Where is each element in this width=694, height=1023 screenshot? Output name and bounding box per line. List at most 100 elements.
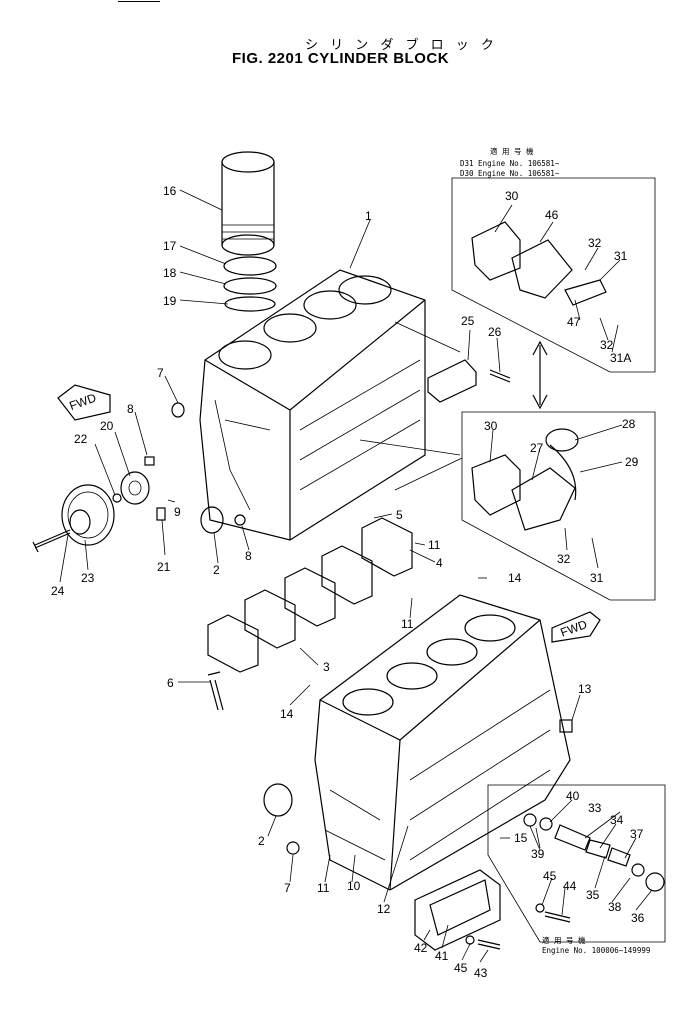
callout-14a: 14 <box>508 571 522 585</box>
callout-36: 36 <box>631 911 645 925</box>
callout-11b: 11 <box>401 617 414 631</box>
washer-22 <box>112 493 122 503</box>
svg-text:適 用 号 機: 適 用 号 機 <box>542 935 586 945</box>
callout-8b: 8 <box>245 549 252 563</box>
callout-32c: 32 <box>557 552 571 566</box>
bearing-caps <box>207 517 413 673</box>
callout-30b: 30 <box>484 419 498 433</box>
liner-ring-17 <box>223 256 277 276</box>
oil-pressure-assembly <box>523 813 665 892</box>
guide-line-upper <box>359 321 461 456</box>
title-japanese: シ リ ン ダ ブ ロ ッ ク <box>305 38 498 53</box>
callout-25: 25 <box>461 314 475 328</box>
callout-47: 47 <box>567 315 581 329</box>
bushing-2-lower <box>263 783 293 817</box>
callout-19: 19 <box>163 294 177 308</box>
callout-38: 38 <box>608 900 622 914</box>
svg-text:FWD: FWD <box>68 391 99 414</box>
callout-46: 46 <box>545 208 559 222</box>
svg-text:D30 Engine No. 106581~: D30 Engine No. 106581~ <box>460 169 560 178</box>
cylinder-block-upper <box>199 269 426 541</box>
liner-ring-19 <box>224 296 276 312</box>
callout-42: 42 <box>414 941 428 955</box>
callout-7b: 7 <box>284 881 291 895</box>
callout-23: 23 <box>81 571 95 585</box>
callout-27: 27 <box>530 441 544 455</box>
callout-21: 21 <box>157 560 171 574</box>
callout-45b: 45 <box>454 961 468 975</box>
cylinder-liner <box>221 151 275 256</box>
svg-text:D31 Engine No. 106581~: D31 Engine No. 106581~ <box>460 159 560 168</box>
bolt-44 <box>544 911 571 923</box>
callout-35: 35 <box>586 888 600 902</box>
bolt-26 <box>489 369 511 383</box>
callout-24: 24 <box>51 584 65 598</box>
liner-ring-18 <box>223 277 277 295</box>
gear-shaft <box>120 471 150 505</box>
plug-8-upper <box>144 456 155 466</box>
callout-18: 18 <box>163 266 177 280</box>
washer-45b <box>465 935 475 945</box>
callout-2a: 2 <box>213 563 220 577</box>
callout-labels: 16 17 18 19 1 7 8 20 22 9 21 2 8 23 24 5… <box>51 184 645 980</box>
callout-30a: 30 <box>505 189 519 203</box>
callout-41: 41 <box>435 949 449 963</box>
figure-title: FIG. 2201 CYLINDER BLOCK <box>232 50 450 67</box>
variant-box-upper <box>451 177 656 373</box>
callout-12: 12 <box>377 902 391 916</box>
callout-9: 9 <box>174 505 181 519</box>
callout-15: 15 <box>514 831 528 845</box>
callout-22: 22 <box>74 432 88 446</box>
variant-box-lower <box>461 411 656 601</box>
idler-gear <box>61 484 115 546</box>
callout-14b: 14 <box>280 707 294 721</box>
applicability-note-upper: 適 用 号 機 D31 Engine No. 106581~ D30 Engin… <box>460 146 560 178</box>
callout-29: 29 <box>625 455 639 469</box>
guide-line-lower <box>394 457 463 491</box>
callout-5: 5 <box>396 508 403 522</box>
callout-16: 16 <box>163 184 177 198</box>
cover-plate-42 <box>414 869 501 951</box>
callout-2b: 2 <box>258 834 265 848</box>
callout-31b: 31 <box>590 571 604 585</box>
callout-32a: 32 <box>588 236 602 250</box>
gear-bolt <box>32 529 71 553</box>
callout-40: 40 <box>566 789 580 803</box>
plug-8-lower <box>234 514 246 526</box>
callout-3: 3 <box>323 660 330 674</box>
svg-text:Engine No. 100006~149999: Engine No. 100006~149999 <box>542 946 650 955</box>
callout-6: 6 <box>167 676 174 690</box>
callout-26: 26 <box>488 325 502 339</box>
callout-28: 28 <box>622 417 636 431</box>
cylinder-block-lower <box>314 594 571 891</box>
callout-43: 43 <box>474 966 488 980</box>
callout-13: 13 <box>578 682 592 696</box>
leader-lines <box>59 189 653 963</box>
callout-45a: 45 <box>543 869 557 883</box>
plug-21 <box>156 507 166 521</box>
applicability-note-lower: 適 用 号 機 Engine No. 100006~149999 <box>542 935 650 955</box>
callout-7a: 7 <box>157 366 164 380</box>
fwd-arrow-lower: FWD <box>551 611 601 643</box>
callout-4: 4 <box>436 556 443 570</box>
callout-39: 39 <box>531 847 545 861</box>
callout-31A: 31A <box>610 351 631 365</box>
fwd-arrow-upper: FWD <box>57 384 111 421</box>
svg-text:適 用 号 機: 適 用 号 機 <box>490 146 534 156</box>
callout-37: 37 <box>630 827 644 841</box>
double-arrow <box>532 340 548 410</box>
callout-20: 20 <box>100 419 114 433</box>
variant-box-bottom <box>487 784 666 943</box>
callout-11c: 11 <box>317 881 330 895</box>
top-rule <box>118 1 160 2</box>
callout-10: 10 <box>347 879 361 893</box>
callout-8a: 8 <box>127 402 134 416</box>
plug-7-upper <box>171 402 185 418</box>
figure-header: シ リ ン ダ ブ ロ ッ ク FIG. 2201 CYLINDER BLOCK <box>0 0 694 80</box>
callout-34: 34 <box>610 813 624 827</box>
callout-31a: 31 <box>614 249 628 263</box>
callout-33: 33 <box>588 801 602 815</box>
callout-32b: 32 <box>600 338 614 352</box>
callout-11a: 11 <box>428 538 441 552</box>
